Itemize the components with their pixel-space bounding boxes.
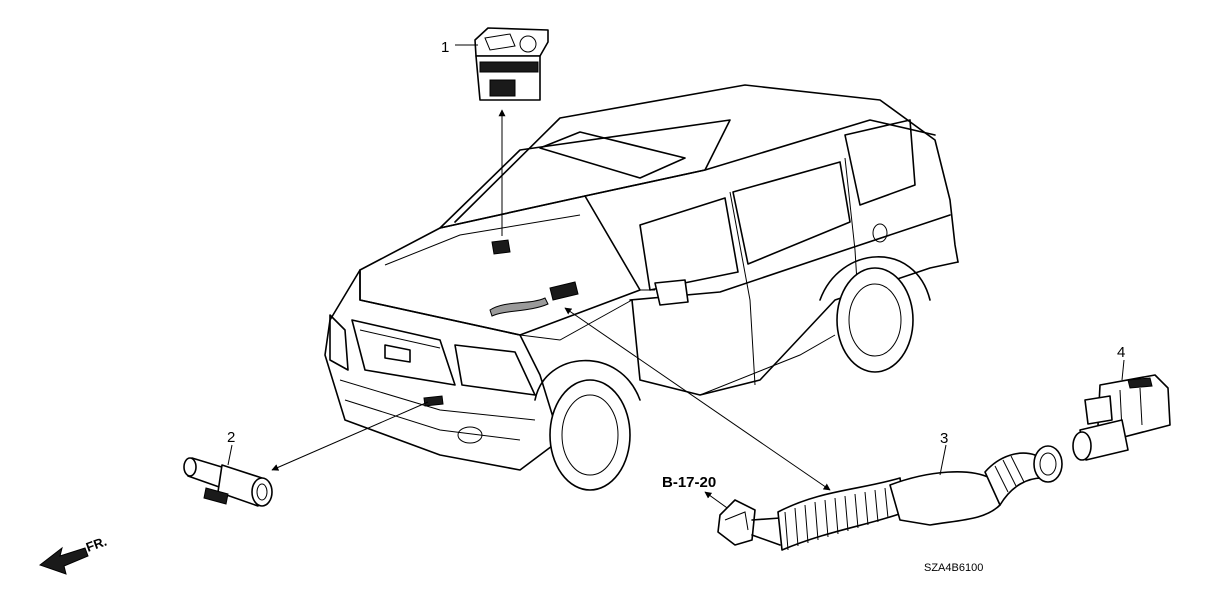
part-1-switch — [455, 27, 549, 101]
callout-1: 1 — [441, 39, 449, 56]
callout-2: 2 — [227, 429, 235, 446]
part-4-sensor — [1072, 359, 1171, 461]
callout-4: 4 — [1117, 344, 1125, 361]
part-3-duct — [717, 444, 1063, 551]
diagram-code: SZA4B6100 — [924, 562, 983, 574]
callout-3: 3 — [940, 430, 948, 447]
part-2-sensor — [183, 444, 273, 507]
front-label: FR. — [84, 534, 109, 555]
front-direction-arrow: FR. — [38, 534, 109, 575]
reference-label: B-17-20 — [662, 474, 716, 491]
leader-lines — [271, 109, 831, 511]
vehicle-illustration — [324, 84, 959, 491]
